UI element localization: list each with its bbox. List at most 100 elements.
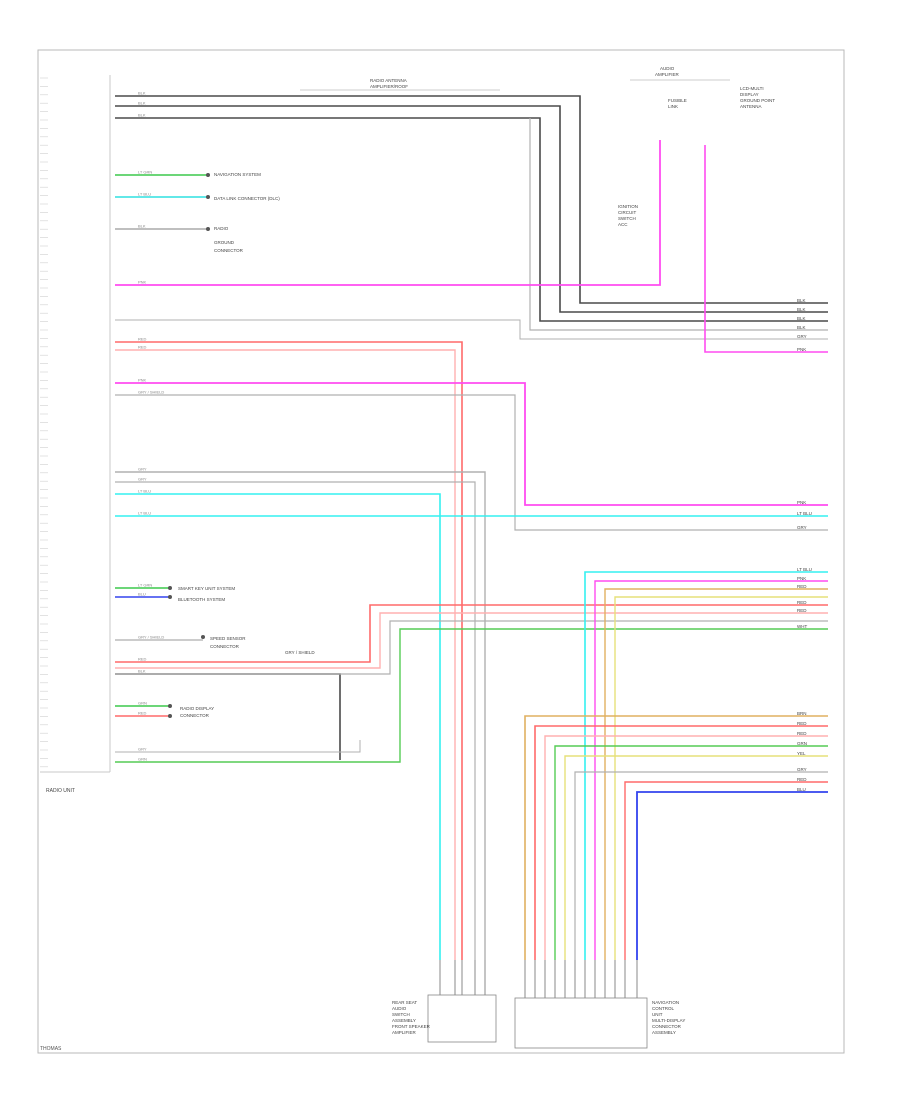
wire-gry-shield bbox=[115, 394, 828, 531]
right-label-a-4: GRY bbox=[797, 334, 807, 339]
branch-dot-1 bbox=[206, 173, 210, 177]
wire-yel-e bbox=[564, 755, 828, 960]
wire-code-1: BLK bbox=[138, 101, 146, 106]
ignition-label-4: ACC bbox=[618, 222, 628, 227]
wire-code-10: GRY / SHIELD bbox=[138, 390, 164, 395]
wire-code-20: GRN bbox=[138, 701, 147, 706]
wire-code-14: LT BLU bbox=[138, 511, 151, 516]
blc-line-5: FRONT SPEAKER bbox=[392, 1024, 431, 1029]
bottom-left-connector bbox=[427, 994, 497, 1043]
branch-dot-2 bbox=[206, 195, 210, 199]
wire-code-16: BLU bbox=[138, 592, 146, 597]
wire-blk-3 bbox=[115, 117, 828, 322]
wire-code-9: PNK bbox=[138, 378, 147, 383]
branch-dot-5 bbox=[168, 595, 172, 599]
blc-line-2: AUDIO bbox=[392, 1006, 407, 1011]
right-top-label-3: GROUND POINT bbox=[740, 98, 775, 103]
wire-red-e bbox=[534, 725, 828, 960]
wire-blk-2 bbox=[115, 105, 828, 313]
brc-line-4: MULTI-DISPLAY bbox=[652, 1018, 685, 1023]
right-label-c-5: WHT bbox=[797, 624, 807, 629]
wire-code-21: RED bbox=[138, 711, 147, 716]
footer-code: THOMAS bbox=[40, 1046, 62, 1052]
brc-line-3: UNIT bbox=[652, 1012, 663, 1017]
brc-line-1: NAVIGATION bbox=[652, 1000, 679, 1005]
wire-brn-e bbox=[524, 715, 828, 960]
right-label-b-2: GRY bbox=[797, 525, 807, 530]
wire-red-c2 bbox=[115, 612, 828, 669]
branch-dest-3c: CONNECTOR bbox=[214, 248, 244, 253]
branch-dot-6 bbox=[201, 635, 205, 639]
radio-unit-label: RADIO UNIT bbox=[46, 788, 75, 794]
right-label-a-3: BLK bbox=[797, 325, 806, 330]
branch-dest-3b: GROUND bbox=[214, 240, 235, 245]
branch-dest-7b: CONNECTOR bbox=[180, 713, 210, 718]
wire-code-18: RED bbox=[138, 657, 147, 662]
top-header-line2: AMPLIFIER/ROOF bbox=[370, 84, 408, 89]
ignition-label-3: SWITCH bbox=[618, 216, 636, 221]
branch-dest-1: NAVIGATION SYSTEM bbox=[214, 172, 261, 177]
mid-wire-label: GRY / SHIELD bbox=[285, 650, 315, 655]
branch-dest-7a: RADIO DISPLAY bbox=[180, 706, 214, 711]
right-label-a-1: BLK bbox=[797, 307, 806, 312]
wire-ltblu-1 bbox=[115, 493, 441, 960]
wire-code-6: PNK bbox=[138, 280, 147, 285]
wire-code-22: GRY bbox=[138, 747, 147, 752]
right-label-d-3: GRN bbox=[797, 741, 807, 746]
top-header-line1: RADIO ANTENNA bbox=[370, 78, 407, 83]
branch-labels: NAVIGATION SYSTEM DATA LINK CONNECTOR (D… bbox=[178, 172, 280, 718]
wire-blu-e bbox=[636, 791, 828, 960]
wire-cyan-d bbox=[584, 571, 828, 960]
wire-code-3: LT GRN bbox=[138, 170, 152, 175]
wire-orn-d bbox=[604, 588, 828, 960]
right-label-a-5: PNK bbox=[797, 347, 806, 352]
wire-gry-e2 bbox=[574, 771, 828, 960]
wire-pnk-mid bbox=[115, 382, 828, 506]
top-right-header-1: AUDIO bbox=[660, 66, 675, 71]
branch-dest-6a: SPEED SENSOR bbox=[210, 636, 246, 641]
right-label-d-6: RED bbox=[797, 777, 807, 782]
wire-gry-c bbox=[115, 471, 486, 960]
wire-code-2: BLK bbox=[138, 113, 146, 118]
right-label-d-5: GRY bbox=[797, 767, 807, 772]
wire-code-7: RED bbox=[138, 337, 147, 342]
blc-line-4: ASSEMBLY bbox=[392, 1018, 416, 1023]
wire-red-e2 bbox=[544, 735, 828, 960]
wire-code-5: BLK bbox=[138, 224, 146, 229]
wire-code-0: BLK bbox=[138, 91, 146, 96]
wire-grn-c bbox=[115, 628, 828, 763]
wire-gry-a bbox=[529, 118, 828, 331]
ignition-label-1: IGNITION bbox=[618, 204, 638, 209]
wire-blk-1 bbox=[115, 95, 828, 304]
wire-pnk-fuse bbox=[704, 145, 828, 353]
bottom-right-connector-label: NAVIGATION CONTROL UNIT MULTI-DISPLAY CO… bbox=[652, 1000, 685, 1035]
brc-line-5: CONNECTOR bbox=[652, 1024, 682, 1029]
ignition-label-2: CIRCUIT bbox=[618, 210, 636, 215]
wire-blk-c bbox=[115, 673, 341, 760]
wire-layer: BLK BLK BLK LT GRN LT BLU BLK PNK RED RED PNK GRY … bbox=[115, 91, 828, 998]
right-top-label-2: DISPLAY bbox=[740, 92, 759, 97]
right-label-a-2: BLK bbox=[797, 316, 806, 321]
wire-code-23: GRN bbox=[138, 757, 147, 762]
right-label-d-0: BRN bbox=[797, 711, 807, 716]
branch-dest-2: DATA LINK CONNECTOR (DLC) bbox=[214, 196, 280, 201]
wire-gry-d bbox=[115, 481, 476, 960]
bottom-right-connector bbox=[514, 997, 648, 1049]
wire-code-4: LT BLU bbox=[138, 192, 151, 197]
wire-code-8: RED bbox=[138, 345, 147, 350]
fuse-tag-1: FUSIBLE bbox=[668, 98, 687, 103]
brc-line-6: ASSEMBLY bbox=[652, 1030, 676, 1035]
branch-dest-3a: RADIO bbox=[214, 226, 229, 231]
right-label-b-0: PNK bbox=[797, 500, 806, 505]
wire-red-e3 bbox=[624, 781, 828, 960]
wire-red-2 bbox=[115, 349, 456, 960]
branch-dot-7 bbox=[168, 704, 172, 708]
right-label-c-2: RED bbox=[797, 584, 807, 589]
branch-dest-6b: CONNECTOR bbox=[210, 644, 240, 649]
wire-gry-e bbox=[115, 740, 361, 753]
right-label-b-1: LT BLU bbox=[797, 511, 812, 516]
wire-pnk-main bbox=[115, 140, 661, 286]
pin-ticks bbox=[40, 77, 48, 768]
